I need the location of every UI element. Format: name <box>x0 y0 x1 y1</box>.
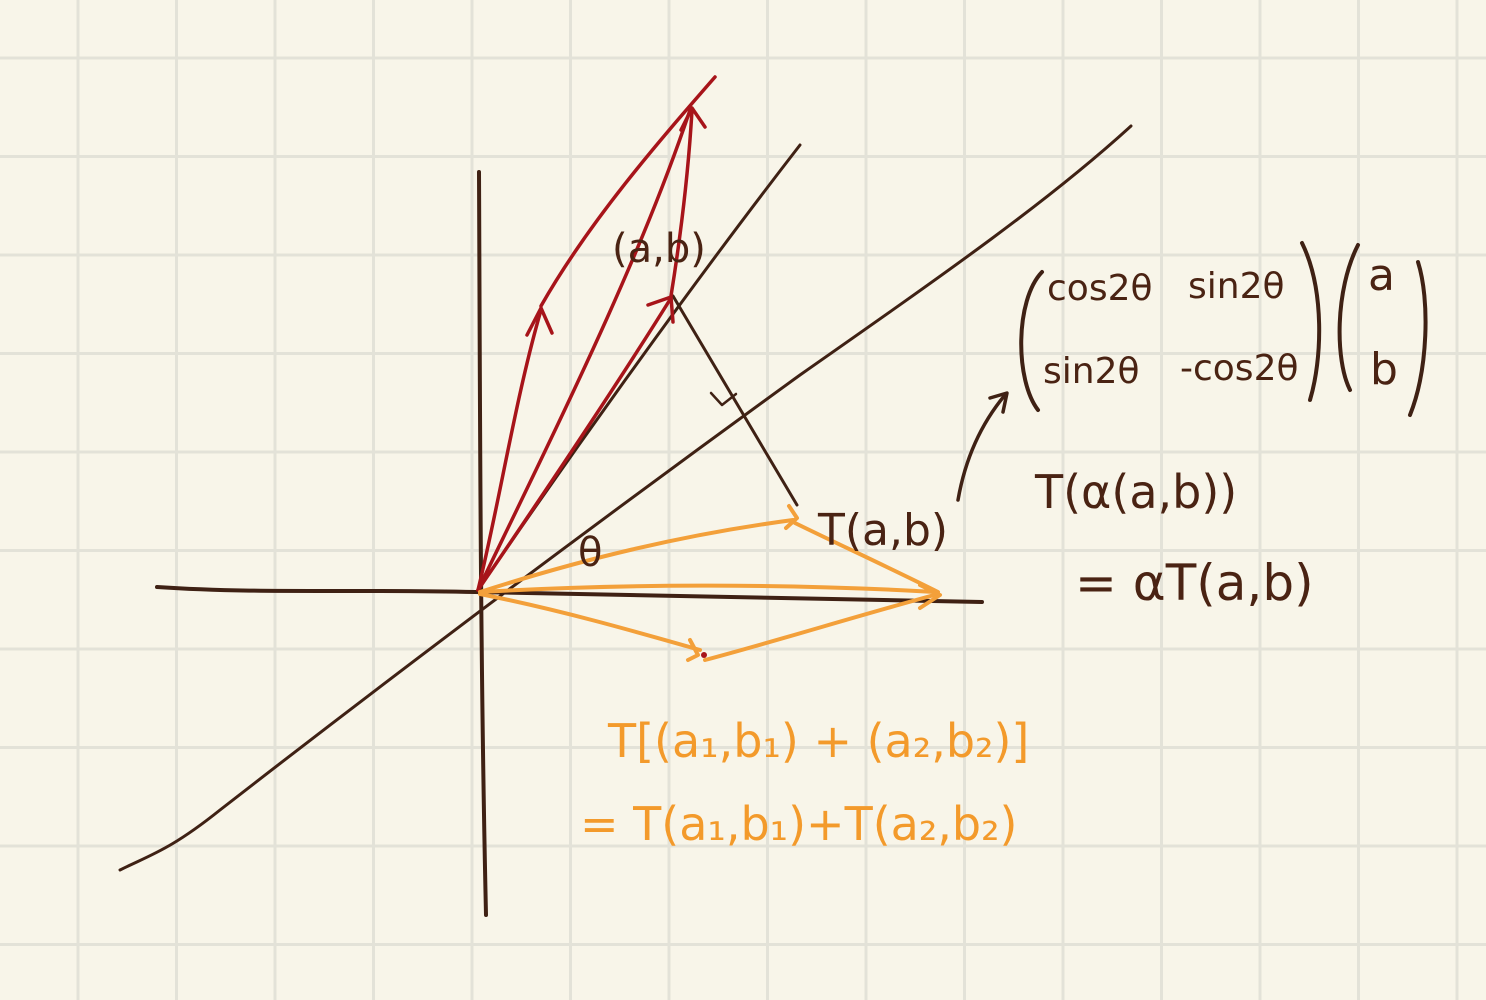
matrix-r2c2: -cos2θ <box>1180 348 1299 389</box>
pointer-arrow <box>956 391 1009 502</box>
red-arrowhead-left <box>525 306 554 337</box>
red-vectors <box>476 75 717 592</box>
orange-vectors <box>478 504 942 662</box>
red-vector-parallelogram-left <box>476 308 543 592</box>
matrix-brackets <box>1019 241 1428 417</box>
additivity-line2: = T(a₁,b₁)+T(a₂,b₂) <box>580 797 1017 851</box>
orange-vector-lower <box>478 592 702 652</box>
vector-a: a <box>1368 250 1395 301</box>
pointer-arrowhead <box>988 391 1009 414</box>
orange-vector-t-ab <box>478 518 795 594</box>
matrix-r1c1: cos2θ <box>1047 268 1153 309</box>
red-arrowhead-top <box>679 106 707 132</box>
matrix-r1c2: sin2θ <box>1188 266 1285 307</box>
label-t-ab: T(a,b) <box>817 505 948 556</box>
homogeneity-line1: T(α(a,b)) <box>1034 465 1237 519</box>
label-theta: θ <box>578 530 602 576</box>
orange-arrowhead-sum <box>918 583 942 610</box>
vector-left-paren <box>1337 243 1360 392</box>
red-vector-right-side <box>669 108 694 298</box>
red-vector-scaled <box>476 108 692 592</box>
perpendicular-drop <box>671 294 799 507</box>
matrix-left-paren <box>1019 270 1044 412</box>
red-vector-ab <box>476 296 673 592</box>
pointer-arrow-curve <box>956 393 1007 502</box>
matrix-r2c1: sin2θ <box>1043 351 1140 392</box>
matrix-right-paren <box>1300 241 1322 402</box>
y-axis <box>477 170 488 917</box>
coordinate-axes <box>118 124 1133 917</box>
orange-arrowhead-lower <box>686 638 700 662</box>
red-vector-top-side <box>539 75 717 308</box>
additivity-line1: T[(a₁,b₁) + (a₂,b₂)] <box>607 714 1029 768</box>
red-endpoint-dot <box>701 652 707 658</box>
orange-arrowhead-t-ab <box>784 504 799 530</box>
vector-b: b <box>1370 344 1398 395</box>
reflection-line <box>118 124 1133 872</box>
orange-side-lower <box>703 592 940 662</box>
right-angle-mark <box>709 391 738 407</box>
labels: (a,b) θ T(a,b) cos2θ sin2θ sin2θ -cos2θ … <box>578 226 1398 851</box>
homogeneity-line2: = αT(a,b) <box>1075 554 1314 612</box>
label-point-ab: (a,b) <box>612 226 706 272</box>
vector-right-paren <box>1408 260 1428 417</box>
orange-vector-sum <box>478 583 937 594</box>
